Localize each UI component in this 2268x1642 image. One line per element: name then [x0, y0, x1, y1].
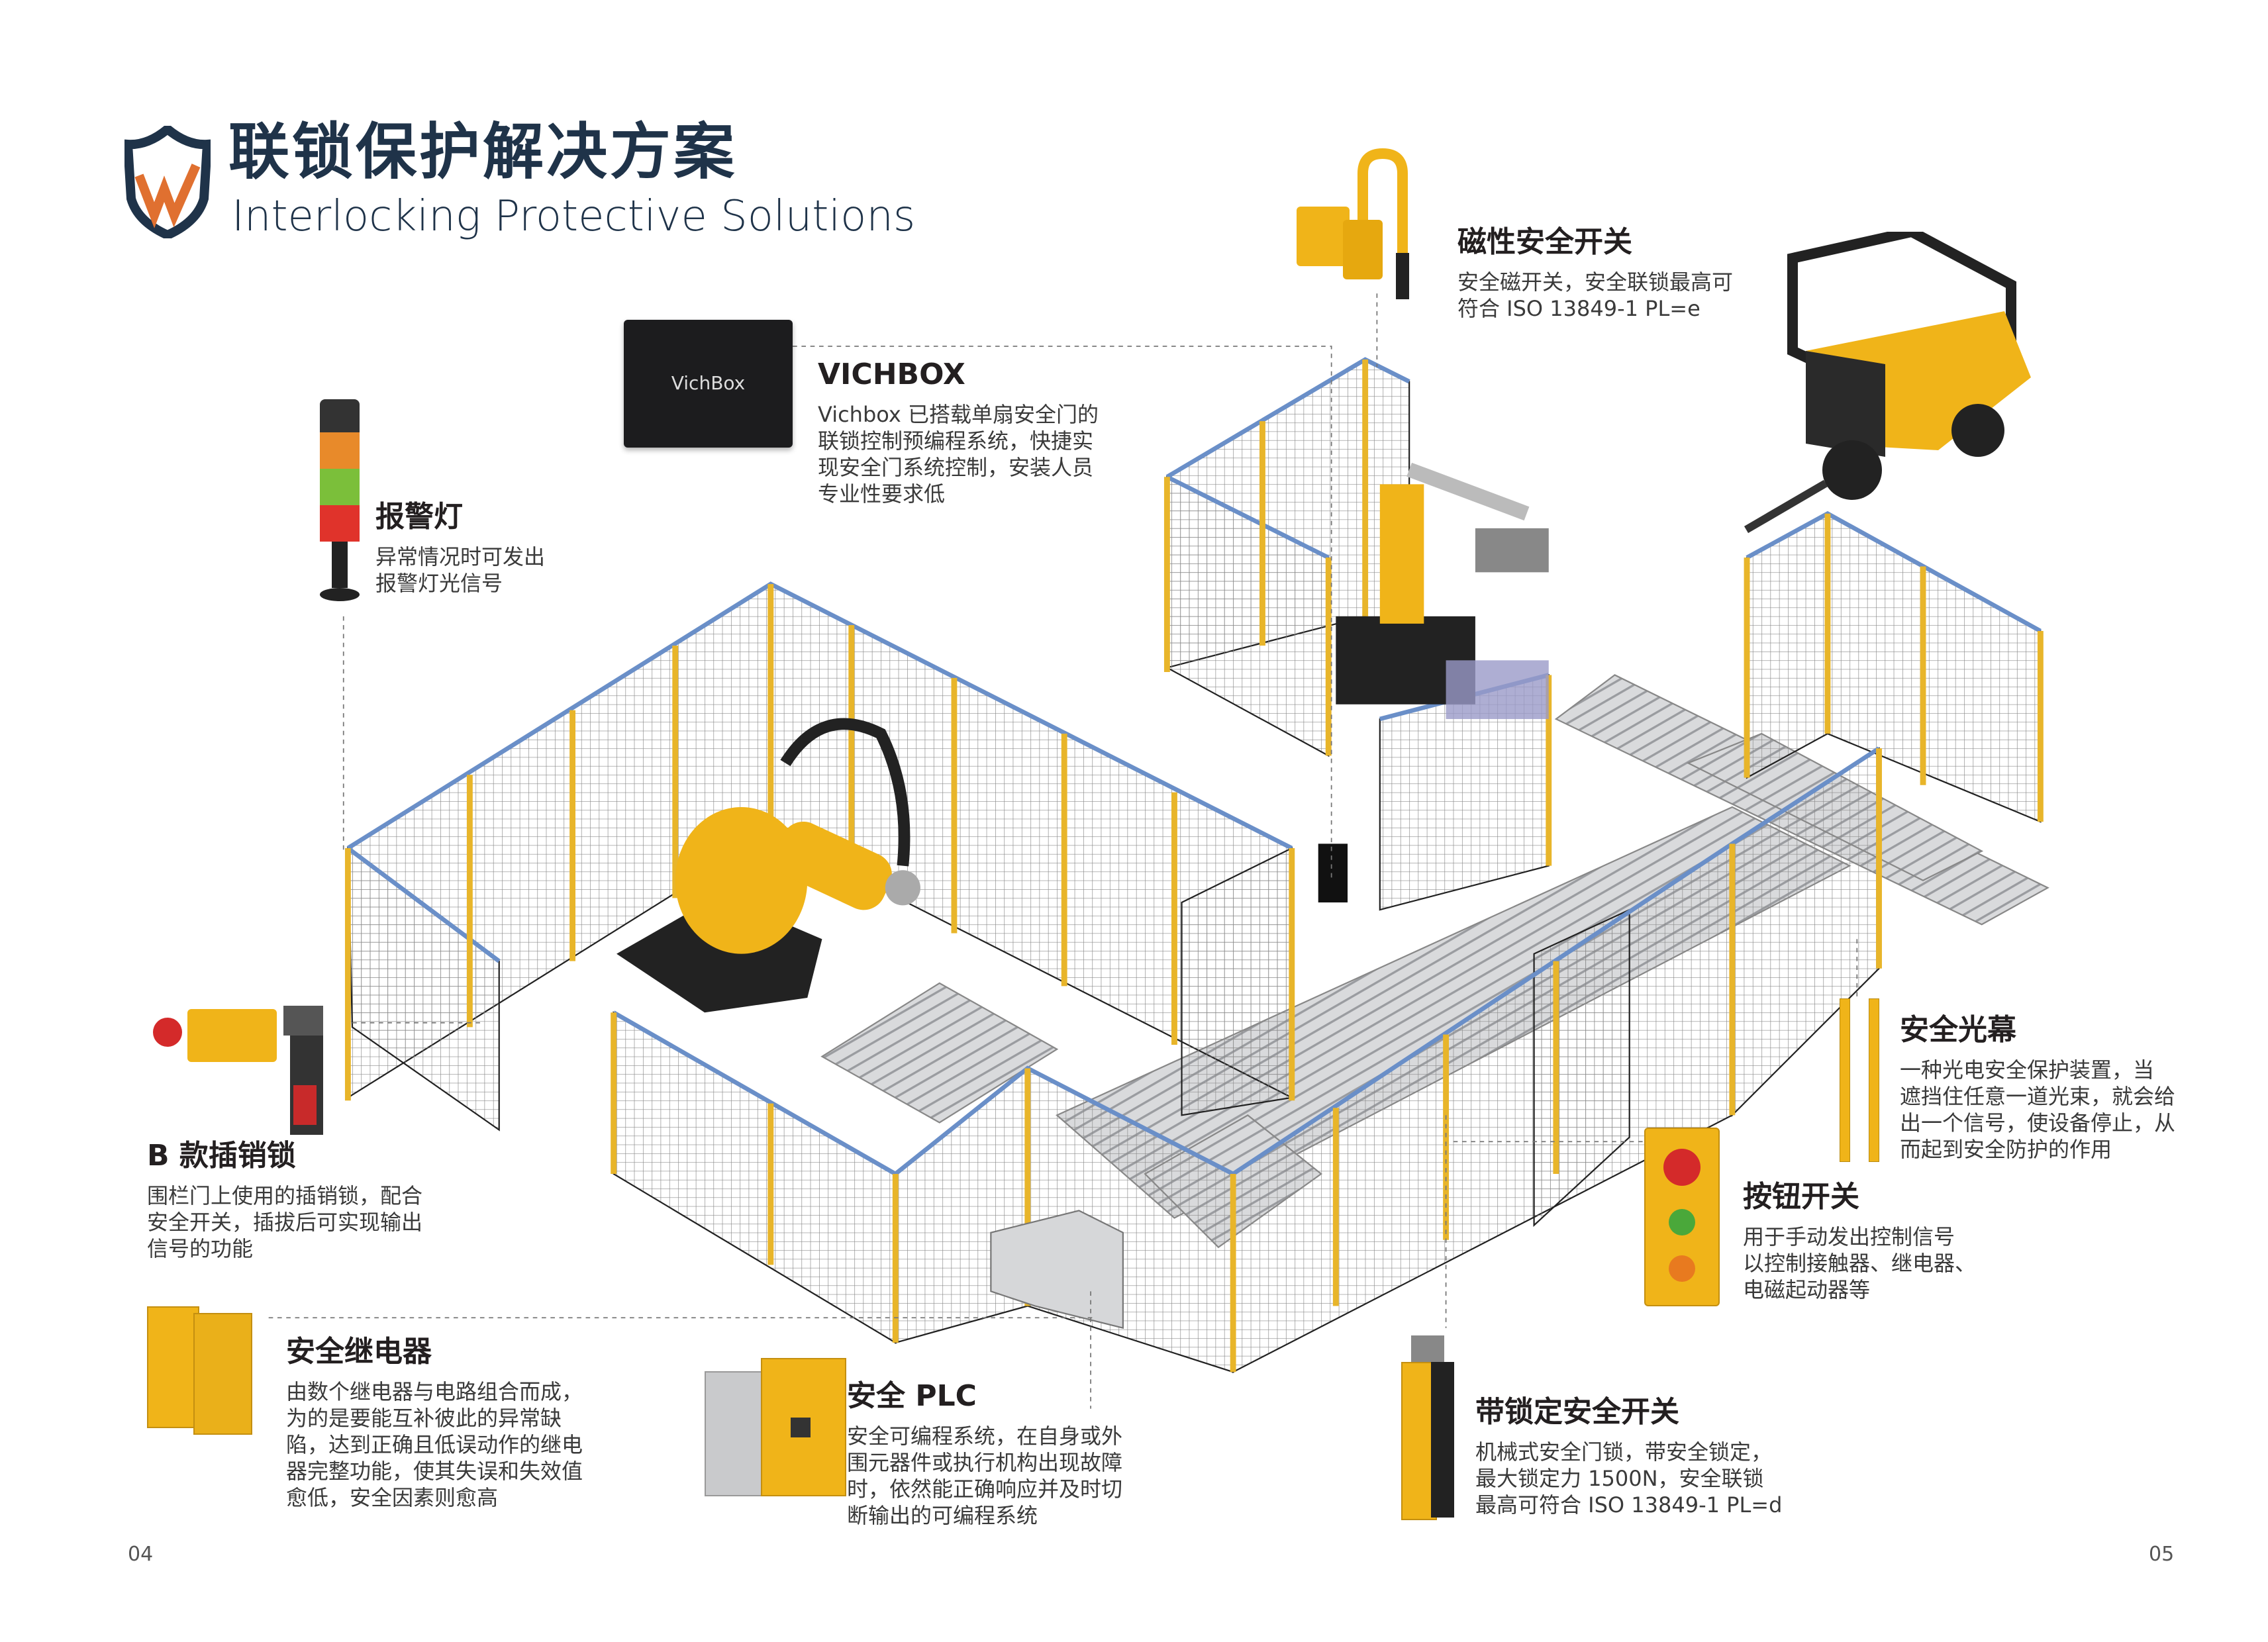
safety-relay-desc-line: 陷，达到正确且低误动作的继电	[286, 1432, 583, 1457]
vichbox-title: VICHBOX	[818, 358, 965, 391]
safety-relay-desc-line: 愈低，安全因素则愈高	[286, 1485, 499, 1510]
locking-switch-desc-line: 最高可符合 ISO 13849-1 PL=d	[1475, 1492, 1783, 1518]
light-curtain-desc-line: 遮挡住任意一道光束，就会给	[1900, 1084, 2176, 1109]
green-button-icon	[1669, 1209, 1695, 1235]
push-button-box-image	[1644, 1128, 1720, 1306]
vichbox-device-label: VichBox	[671, 372, 746, 394]
magnetic-switch-desc-line: 符合 ISO 13849-1 PL=e	[1457, 296, 1701, 321]
red-button-icon	[1663, 1149, 1701, 1186]
vichbox-desc-line: Vichbox 已搭载单扇安全门的	[818, 402, 1099, 427]
vichbox-desc-line: 专业性要求低	[818, 481, 946, 507]
light-curtain-emitter-image	[1840, 998, 1850, 1162]
alarm-tower-light-image	[320, 399, 360, 614]
bolt-lock-desc-line: 安全开关，插拔后可实现输出	[147, 1210, 423, 1235]
safety-plc-desc-line: 时，依然能正确响应并及时切	[847, 1476, 1123, 1502]
bolt-lock-desc-line: 信号的功能	[147, 1236, 254, 1261]
magnetic-switch-desc-line: 安全磁开关，安全联锁最高可	[1457, 269, 1734, 295]
light-curtain-desc-line: 一种光电安全保护装置，当	[1900, 1057, 2155, 1083]
bolt-lock-desc-line: 围栏门上使用的插销锁，配合	[147, 1183, 423, 1208]
locking-switch-desc-line: 机械式安全门锁，带安全锁定，	[1475, 1439, 1773, 1465]
locking-switch-desc-line: 最大锁定力 1500N，安全联锁	[1475, 1466, 1764, 1491]
magnetic-switch-image	[1297, 147, 1429, 306]
bolt-lock-info: B 款插销锁 围栏门上使用的插销锁，配合 安全开关，插拔后可实现输出 信号的功能	[147, 1139, 422, 1262]
push-button-title: 按钮开关	[1743, 1180, 1859, 1214]
vichbox-device-image: VichBox	[624, 320, 793, 448]
page-title: 联锁保护解决方案	[228, 117, 738, 187]
magnetic-switch-info: 磁性安全开关 安全磁开关，安全联锁最高可 符合 ISO 13849-1 PL=e	[1457, 225, 1733, 322]
leader-lines	[268, 293, 1858, 1409]
bolt-lock-title: B 款插销锁	[147, 1139, 296, 1173]
locking-switch-image	[1395, 1335, 1461, 1521]
forklift-image	[1740, 226, 2051, 543]
safety-plc-title: 安全 PLC	[847, 1379, 977, 1413]
safety-relay-desc-line: 器完整功能，使其失误和失效值	[286, 1459, 583, 1484]
safety-relay-title: 安全继电器	[286, 1335, 432, 1369]
bolt-lock-image	[151, 1006, 356, 1138]
page-number-right: 05	[2149, 1543, 2175, 1566]
push-button-desc-line: 以控制接触器、继电器、	[1743, 1251, 1977, 1276]
door-panel	[1318, 844, 1348, 903]
vichbox-desc-line: 联锁控制预编程系统，快捷实	[818, 428, 1094, 454]
light-curtain-desc-line: 而起到安全防护的作用	[1900, 1137, 2112, 1162]
safety-relay-desc-line: 由数个继电器与电路组合而成，	[286, 1379, 583, 1404]
safety-relay-image	[147, 1306, 253, 1435]
electrical-cabinet	[990, 1210, 1124, 1329]
brand-shield-logo	[123, 122, 213, 240]
page-subtitle: Interlocking Protective Solutions	[232, 192, 916, 241]
safety-plc-info: 安全 PLC 安全可编程系统，在自身或外 围元器件或执行机构出现故障 时，依然能…	[847, 1379, 1122, 1529]
industrial-robot-cell	[1336, 462, 1549, 719]
alarm-light-title: 报警灯	[375, 500, 463, 534]
push-button-info: 按钮开关 用于手动发出控制信号 以控制接触器、继电器、 电磁起动器等	[1743, 1180, 1976, 1303]
locking-switch-title: 带锁定安全开关	[1475, 1395, 1679, 1429]
safety-plc-desc-line: 围元器件或执行机构出现故障	[847, 1450, 1123, 1475]
magnetic-switch-title: 磁性安全开关	[1457, 225, 1632, 259]
light-curtain-title: 安全光幕	[1900, 1013, 2016, 1047]
light-curtain-receiver-image	[1869, 998, 1879, 1162]
alarm-light-desc-line: 报警灯光信号	[375, 571, 503, 596]
alarm-light-desc-line: 异常情况时可发出	[375, 544, 546, 569]
orange-button-icon	[1669, 1255, 1695, 1282]
push-button-desc-line: 用于手动发出控制信号	[1743, 1224, 1955, 1249]
alarm-light-info: 报警灯 异常情况时可发出 报警灯光信号	[375, 500, 545, 597]
safety-plc-desc-line: 断输出的可编程系统	[847, 1503, 1038, 1528]
safety-relay-info: 安全继电器 由数个继电器与电路组合而成， 为的是要能互补彼此的异常缺 陷，达到正…	[286, 1335, 583, 1511]
page-number-left: 04	[128, 1543, 154, 1566]
vichbox-desc-line: 现安全门系统控制，安装人员	[818, 455, 1094, 480]
locking-switch-info: 带锁定安全开关 机械式安全门锁，带安全锁定， 最大锁定力 1500N，安全联锁 …	[1475, 1395, 1782, 1518]
push-button-desc-line: 电磁起动器等	[1743, 1277, 1871, 1302]
fence-posts	[344, 359, 2044, 1373]
light-curtain-desc-line: 出一个信号，使设备停止，从	[1900, 1110, 2176, 1135]
safety-relay-desc-line: 为的是要能互补彼此的异常缺	[286, 1406, 562, 1431]
vichbox-info: VICHBOX Vichbox 已搭载单扇安全门的 联锁控制预编程系统，快捷实 …	[818, 358, 1099, 507]
safety-plc-desc-line: 安全可编程系统，在自身或外	[847, 1424, 1123, 1449]
light-curtain-info: 安全光幕 一种光电安全保护装置，当 遮挡住任意一道光束，就会给 出一个信号，使设…	[1900, 1013, 2175, 1163]
safety-plc-image	[705, 1358, 846, 1497]
